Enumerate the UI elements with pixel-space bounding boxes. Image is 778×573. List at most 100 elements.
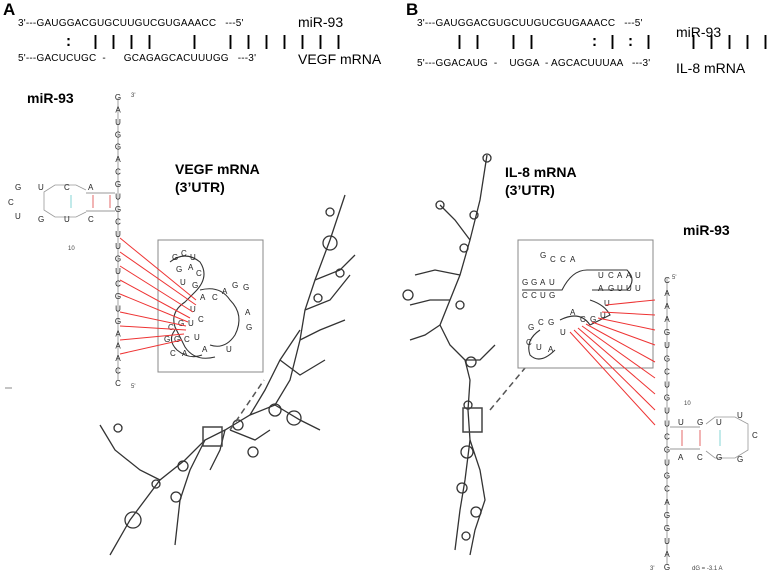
panel-a-stem-bases: GAUGGACGUGCUUGUCGUGAAACC — [115, 93, 121, 388]
stem-base: G — [115, 93, 121, 102]
panel-b-target-site-box — [462, 407, 483, 433]
nt: C — [531, 291, 537, 300]
nt: U — [549, 278, 555, 287]
stem-base: A — [115, 329, 121, 338]
stem-base: G — [664, 354, 670, 363]
nt: A — [617, 271, 623, 280]
stem-base: C — [115, 367, 121, 376]
stem-base: G — [115, 205, 121, 214]
stem-base: U — [664, 459, 670, 468]
panel-b-base-pairing: | | | | : | : | | | | | | | | — [455, 34, 778, 51]
nt: G — [192, 281, 198, 290]
panel-a-letter: A — [3, 0, 16, 19]
panel-a-zoom-structure — [169, 255, 240, 359]
panel-b-mirna-title: miR-93 — [683, 222, 730, 238]
panel-b-binding-lines — [569, 299, 656, 426]
stem-base: U — [115, 230, 121, 239]
nt: G — [178, 319, 184, 328]
panel-b-zoom-structure — [522, 269, 633, 360]
nt: U — [536, 343, 542, 352]
nt: G — [540, 251, 546, 260]
nt: G — [176, 265, 182, 274]
panel-a-binding-lines — [119, 237, 197, 355]
nt: G — [522, 278, 528, 287]
nt: U — [737, 411, 743, 420]
panel-b-footnote: dG = -3.1 A — [692, 566, 723, 572]
stem-base: U — [664, 406, 670, 415]
panel-a-structure-title-line1: VEGF mRNA — [175, 161, 260, 177]
stem-base: G — [115, 255, 121, 264]
nt: C — [88, 215, 94, 224]
panel-a-mirna-loop-bases: G C U U G C U A C — [8, 183, 94, 224]
panel-a-zoom-connector — [229, 379, 265, 431]
nt: G — [172, 253, 178, 262]
stem-base: G — [664, 393, 670, 402]
nt: U — [598, 271, 604, 280]
nt: U — [188, 319, 194, 328]
stem-base: C — [664, 276, 670, 285]
nt: U — [540, 291, 546, 300]
panel-a-zoom-inset — [157, 239, 264, 373]
nt: C — [168, 323, 174, 332]
panel-a-base-pairing: : | | | | | | | | | | | | — [64, 34, 344, 51]
nt: U — [190, 305, 196, 314]
nt: C — [560, 255, 566, 264]
nt: U — [226, 345, 232, 354]
nt: U — [64, 215, 70, 224]
nt: U — [626, 284, 632, 293]
nt: C — [170, 349, 176, 358]
nt: U — [15, 212, 21, 221]
nt: C — [198, 315, 204, 324]
panel-a-target-site-box — [202, 426, 223, 447]
panel-b-position-label: 10 — [684, 401, 691, 407]
stem-base: G — [664, 446, 670, 455]
nt: C — [752, 431, 758, 440]
nt: G — [716, 453, 722, 462]
stem-base: A — [664, 550, 670, 559]
nt: C — [697, 453, 703, 462]
nt: A — [245, 308, 251, 317]
panel-a-mirna-structure — [43, 98, 119, 380]
stem-base: U — [664, 537, 670, 546]
nt: A — [678, 453, 684, 462]
nt: A — [570, 308, 576, 317]
stem-base: A — [664, 289, 670, 298]
stem-base: C — [664, 367, 670, 376]
stem-base: C — [664, 485, 670, 494]
panel-b-mirna-sequence: 3'---GAUGGACGUGCUUGUCGUGAAACC ---5' — [417, 18, 643, 29]
nt: C — [181, 249, 187, 258]
nt: C — [526, 338, 532, 347]
nt: U — [604, 299, 610, 308]
stem-base: G — [664, 524, 670, 533]
nt: A — [540, 278, 546, 287]
stem-base: G — [115, 292, 121, 301]
panel-b-mirna-loop-bases: U A G C U G U C G — [678, 411, 758, 464]
nt: G — [737, 455, 743, 464]
panel-a-strand-end-top: 3' — [131, 93, 135, 99]
stem-base: A — [115, 354, 121, 363]
stem-base: U — [115, 267, 121, 276]
nt: G — [549, 291, 555, 300]
nt: G — [528, 323, 534, 332]
nt: G — [232, 281, 238, 290]
stem-base: C — [115, 379, 121, 388]
nt: C — [580, 315, 586, 324]
nt: C — [522, 291, 528, 300]
nt: U — [635, 284, 641, 293]
panel-a-target-structure — [99, 194, 356, 556]
panel-a-mirna-title: miR-93 — [27, 90, 74, 106]
stem-base: G — [664, 328, 670, 337]
stem-base: C — [664, 433, 670, 442]
nt: G — [174, 335, 180, 344]
stem-base: U — [664, 420, 670, 429]
stem-base: U — [664, 341, 670, 350]
nt: A — [598, 284, 604, 293]
panel-b-target-structure — [402, 153, 496, 556]
stem-base: U — [115, 304, 121, 313]
nt: G — [243, 283, 249, 292]
panel-b-target-label: IL-8 mRNA — [676, 60, 746, 76]
stem-base: U — [664, 380, 670, 389]
panel-b-zoom-connector — [489, 367, 526, 411]
